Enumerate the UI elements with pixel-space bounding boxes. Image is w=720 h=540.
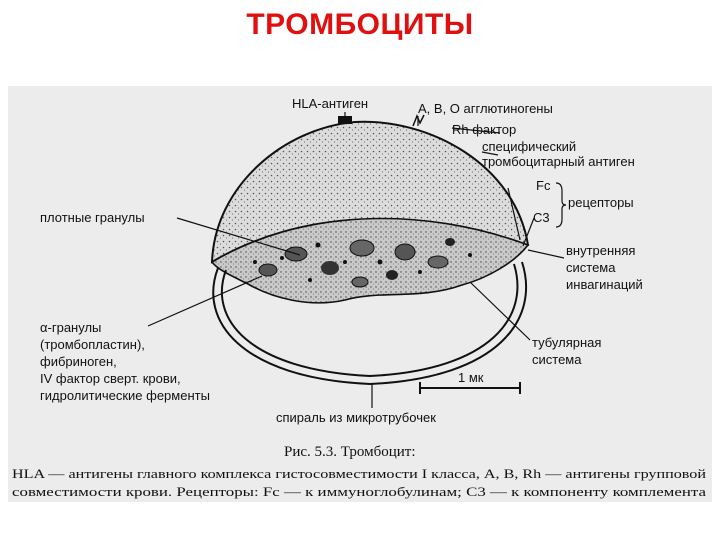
label-c3: C3 [533, 210, 550, 225]
label-tubular-system-2: система [532, 352, 582, 367]
dense-granule [386, 270, 398, 280]
slide-title: ТРОМБОЦИТЫ [246, 8, 474, 41]
label-fc: Fc [536, 178, 551, 193]
organelles [253, 238, 472, 288]
label-hla-antigen: HLA-антиген [292, 96, 368, 111]
alpha-granule [349, 239, 375, 257]
label-receptors: рецепторы [568, 195, 634, 210]
label-specific-antigen-1: специфический [482, 139, 576, 154]
dense-granule [445, 238, 455, 246]
label-abo-agglutinogens: A, B, O агглютиногены [418, 101, 553, 116]
label-alpha-granules-5: гидролитические ферменты [40, 388, 210, 403]
label-specific-antigen-2: тромбоцитарный антиген [482, 154, 635, 169]
leader-lines [147, 112, 565, 408]
receptors-bracket [555, 182, 567, 228]
caption-line-2: совместимости крови. Рецепторы: Fc — к и… [12, 484, 706, 499]
alpha-granule [394, 243, 416, 261]
label-internal-system-3: инвагинаций [566, 277, 643, 292]
label-internal-system-1: внутренняя [566, 243, 635, 258]
label-microtubule-spiral: спираль из микротрубочек [276, 410, 436, 425]
label-alpha-granules-3: фибриноген, [40, 354, 117, 369]
alpha-granule [351, 276, 369, 288]
label-rh-factor: Rh фактор [452, 122, 516, 137]
label-alpha-granules-1: α-гранулы [40, 320, 101, 335]
label-dense-granules: плотные гранулы [40, 210, 145, 225]
hla-antigen-marker [338, 116, 352, 124]
caption-line-1: HLA — антигены главного комплекса гистос… [12, 466, 706, 481]
caption-title: Рис. 5.3. Тромбоцит: [284, 444, 415, 460]
dense-granule [321, 261, 339, 275]
microtubule-spiral [212, 261, 527, 386]
label-scale: 1 мк [458, 370, 484, 385]
label-alpha-granules-2: (тромбопластин), [40, 337, 145, 352]
label-internal-system-2: система [566, 260, 616, 275]
alpha-granule [258, 263, 278, 277]
scale-bar [419, 382, 521, 394]
label-tubular-system-1: тубулярная [532, 335, 601, 350]
alpha-granule [427, 255, 449, 269]
label-alpha-granules-4: IV фактор сверт. крови, [40, 371, 181, 386]
